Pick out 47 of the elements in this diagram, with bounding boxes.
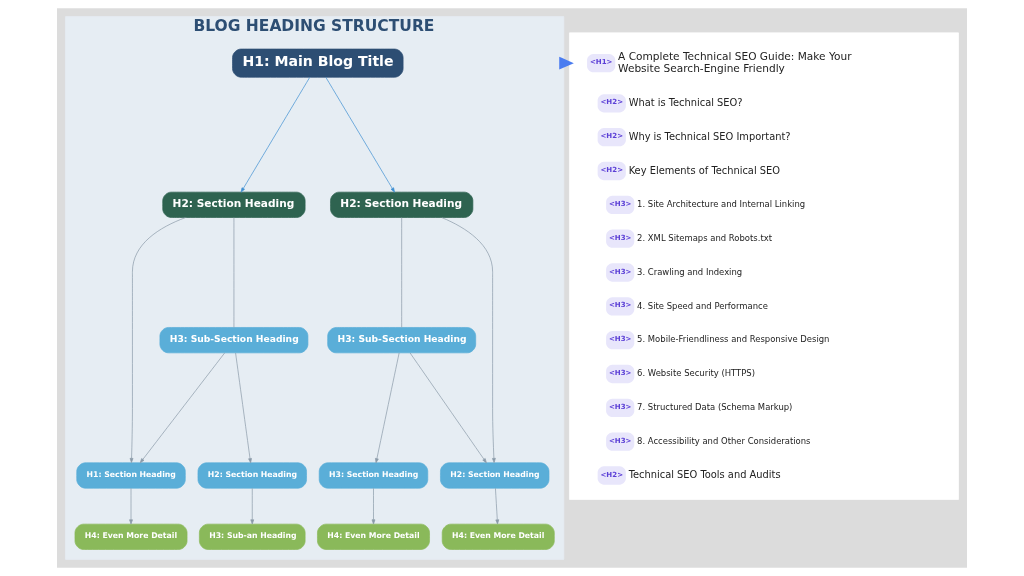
node-box: <H3> [606,398,635,417]
node-label: Technical SEO Tools and Audits [628,469,781,481]
node-label: Why is Technical SEO Important? [628,130,791,142]
node-label: 8. Accessibility and Other Considerations [637,435,811,446]
node-label: 1. Site Architecture and Internal Linking [637,199,806,210]
node-box: H2: Section Heading [162,191,306,218]
arrow [371,487,376,525]
node-box: <H3> [606,229,635,248]
arrow [139,352,225,464]
arrow [250,487,255,525]
node-box: <H2> [597,94,626,113]
node-box: <H3> [606,331,635,350]
arrow [235,352,252,464]
node-box: <H3> [606,432,635,451]
connector [401,217,403,328]
node-box: <H3> [606,195,635,214]
node-label: 4. Site Speed and Performance [637,300,768,311]
node-box: <H3> [606,263,635,282]
node-label: Key Elements of Technical SEO [628,164,781,176]
node-box: <H2> [597,466,626,485]
node-label: What is Technical SEO? [628,96,743,108]
node-box: <H2> [597,161,626,181]
node-box: <H1> [587,54,616,73]
node-box: <H2> [597,128,626,147]
node-label: 6. Website Security (HTTPS) [637,368,756,379]
node-label: 2. XML Sitemaps and Robots.txt [637,232,773,243]
arrow [325,76,395,193]
arrow [129,487,133,525]
node-box: <H3> [606,297,635,316]
cluster [569,32,959,500]
arrow [441,217,496,463]
node-label: 7. Structured Data (Schema Markup) [637,402,793,413]
arrow [375,352,400,464]
node-box: <H3> [606,364,635,384]
arrow [559,56,574,70]
arrow [240,76,311,193]
node-box: H3: Sub-Section Heading [159,327,309,354]
arrow [129,217,186,463]
node-label: A Complete Technical SEO Guide: Make Your Website Search-Engine Friendly [618,49,852,74]
node-box: H1: Main Blog Title [232,48,404,78]
arrow [495,487,500,525]
connector [233,217,235,328]
node-label: 3. Crawling and Indexing [637,266,743,277]
node-label: 5. Mobile-Friendliness and Responsive Design [637,334,830,345]
node-box: H2: Section Heading [330,191,474,218]
node-box: H3: Sub-Section Heading [327,327,477,354]
arrow [409,352,487,464]
